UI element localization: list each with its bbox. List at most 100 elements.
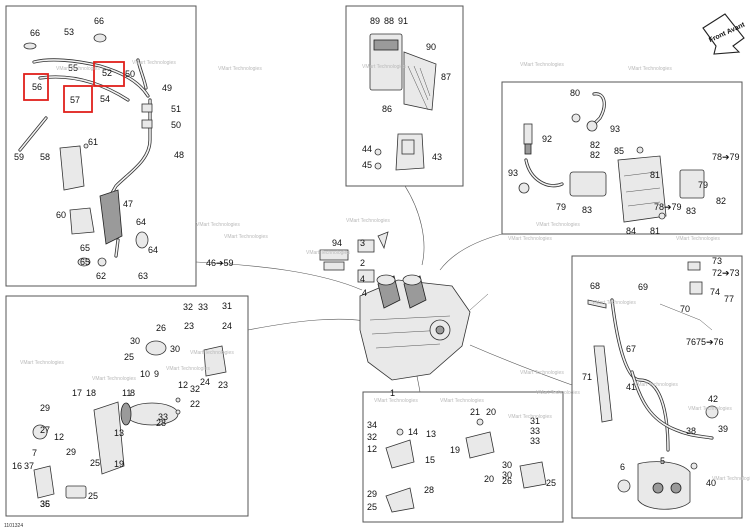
engine-mounts-graphic (385, 418, 547, 513)
part-label: 42 (708, 394, 718, 404)
part-label: 89 (370, 16, 380, 26)
watermark-text: VMart Technologies (536, 222, 580, 228)
watermark-text: VMart Technologies (224, 234, 268, 240)
part-label: 82 (716, 196, 726, 206)
part-label: 36 (40, 499, 50, 509)
part-label: 9 (154, 369, 159, 379)
part-label: 79 (556, 202, 566, 212)
part-label: 28 (156, 418, 166, 428)
center-label: 4 (360, 274, 365, 284)
part-label: 83 (686, 206, 696, 216)
part-label: 30 (170, 344, 180, 354)
panel-starter (5, 295, 249, 517)
hose-assembly-graphic (18, 33, 153, 267)
part-label: 55 (68, 63, 78, 73)
part-label: 38 (686, 426, 696, 436)
part-label: 61 (88, 137, 98, 147)
part-label: 48 (174, 150, 184, 160)
engine-graphic (319, 231, 489, 381)
ignition-graphic (518, 92, 705, 223)
panel-electronics-top (345, 5, 464, 187)
part-label: 91 (398, 16, 408, 26)
part-label: 81 (650, 170, 660, 180)
part-label: 28 (424, 485, 434, 495)
watermark-text: VMart Technologies (166, 366, 210, 372)
part-label: 30 (130, 336, 140, 346)
part-label: 19 (450, 445, 460, 455)
part-label: 13 (426, 429, 436, 439)
part-label: 85 (614, 146, 624, 156)
part-label: 34 (367, 420, 377, 430)
part-label: 51 (171, 104, 181, 114)
part-label: 68 (590, 281, 600, 291)
part-label: 71 (582, 372, 592, 382)
part-label: 25 (88, 491, 98, 501)
part-label: 70 (680, 304, 690, 314)
part-label: 30 (502, 460, 512, 470)
part-label: 17 (72, 388, 82, 398)
part-label: 31 (530, 416, 540, 426)
watermark-text: VMart Technologies (688, 406, 732, 412)
part-label: 21 (470, 407, 480, 417)
watermark-text: VMart Technologies (592, 300, 636, 306)
part-label: 54 (100, 94, 110, 104)
part-label: 64 (136, 217, 146, 227)
part-label: 78➔79 (654, 202, 682, 212)
part-label: 74 (710, 287, 720, 297)
part-label: 15 (425, 455, 435, 465)
part-label: 25 (124, 352, 134, 362)
connector-label: 46➔59 (206, 258, 234, 268)
watermark-text: VMart Technologies (346, 218, 390, 224)
watermark-text: VMart Technologies (628, 66, 672, 72)
part-label: 52 (102, 68, 112, 78)
part-label: 33 (530, 426, 540, 436)
part-label: 44 (362, 144, 372, 154)
part-label: 26 (156, 323, 166, 333)
part-label: 12 (54, 432, 64, 442)
part-label: 57 (70, 95, 80, 105)
part-label: 35 (40, 499, 50, 509)
part-label: 56 (32, 82, 42, 92)
panel-hoses (5, 5, 197, 287)
watermark-text: VMart Technologies (520, 370, 564, 376)
panel-mounts (362, 391, 564, 523)
part-label: 62 (96, 271, 106, 281)
part-label: 79 (698, 180, 708, 190)
part-label: 24 (200, 377, 210, 387)
part-label: 60 (56, 210, 66, 220)
part-label: 29 (367, 489, 377, 499)
part-label: 59 (14, 152, 24, 162)
watermark-text: VMart Technologies (196, 222, 240, 228)
part-label: 63 (138, 271, 148, 281)
ecu-bracket-graphic (369, 33, 437, 171)
highlight-box-52 (93, 61, 125, 87)
watermark-text: VMart Technologies (508, 414, 552, 420)
part-label: 40 (706, 478, 716, 488)
part-label: 73 (712, 256, 722, 266)
part-label: 16 (12, 461, 22, 471)
part-label: 11 (122, 388, 131, 398)
part-label: 83 (582, 205, 592, 215)
part-label: 23 (218, 380, 228, 390)
part-label: 5 (660, 456, 665, 466)
part-label: 53 (64, 27, 74, 37)
panel-ignition (501, 81, 743, 235)
watermark-text: VMart Technologies (20, 360, 64, 366)
watermark-text: VMart Technologies (306, 250, 350, 256)
part-label: 23 (184, 321, 194, 331)
part-label: 33 (530, 436, 540, 446)
center-label: 1 (390, 388, 395, 398)
watermark-text: VMart Technologies (520, 62, 564, 68)
part-label: 32 (183, 302, 193, 312)
gasket-kit-box (319, 249, 349, 261)
part-label: 27 (40, 425, 50, 435)
part-label: 32 (190, 384, 200, 394)
part-label: 64 (148, 245, 158, 255)
part-label: 80 (570, 88, 580, 98)
part-label: 10 (140, 369, 150, 379)
part-label: 78➔79 (712, 152, 740, 162)
exhaust-graphic (587, 261, 719, 510)
part-label: 12 (367, 444, 377, 454)
